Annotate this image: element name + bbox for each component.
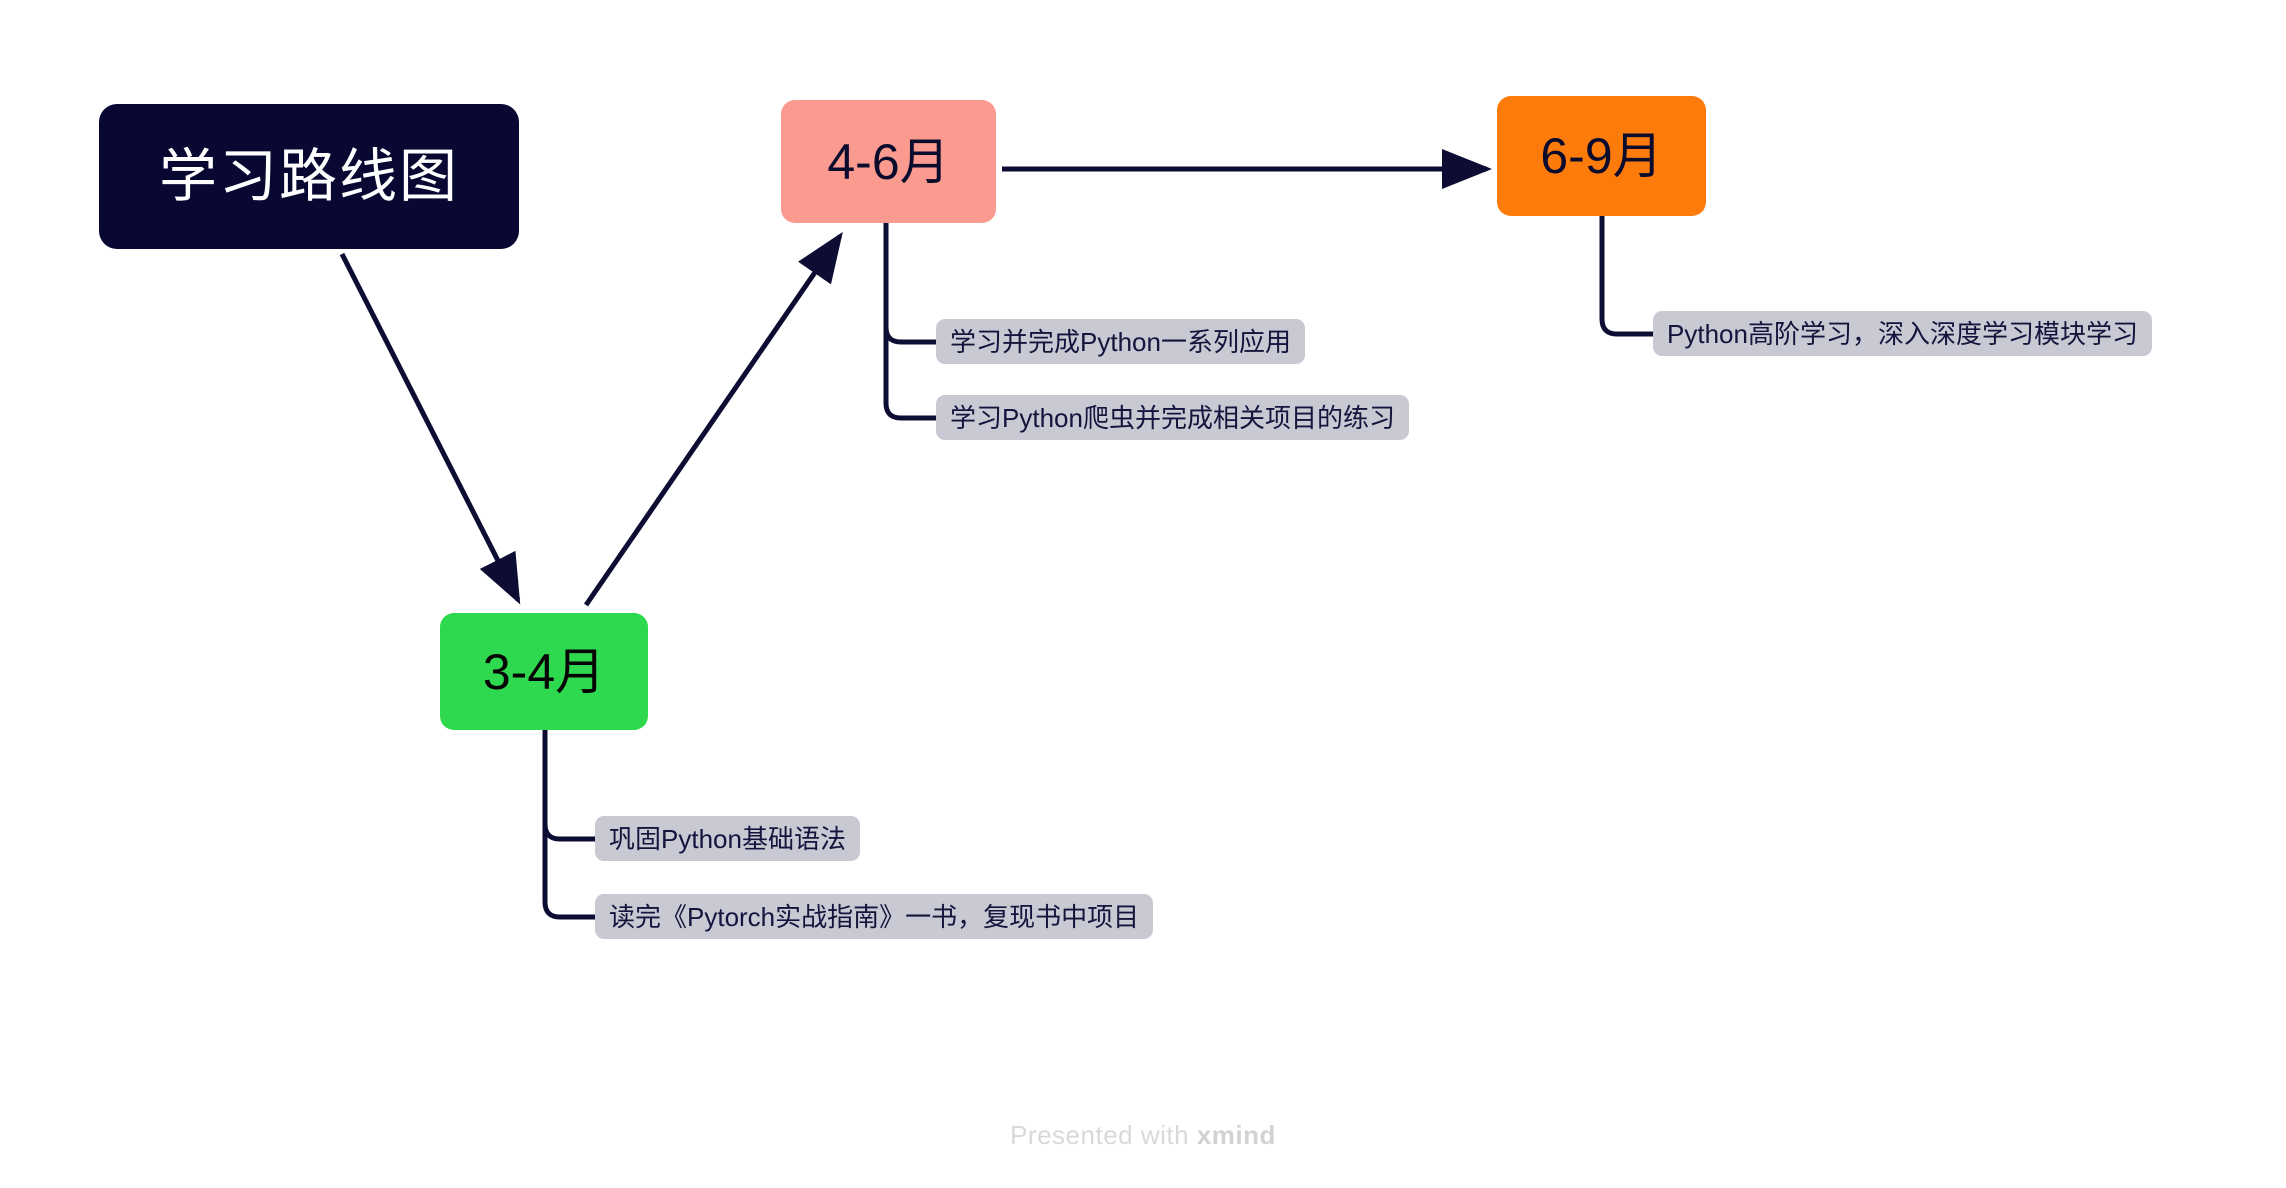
main-topic-label-stage2: 4-6月 xyxy=(827,133,950,190)
subtopic-node[interactable]: 学习并完成Python一系列应用 xyxy=(936,319,1305,364)
subtopic-label: 学习Python爬虫并完成相关项目的练习 xyxy=(950,402,1395,433)
main-topic-label-stage1: 3-4月 xyxy=(482,643,606,700)
subtopic-node[interactable]: 学习Python爬虫并完成相关项目的练习 xyxy=(936,395,1409,440)
subtopic-label: 学习并完成Python一系列应用 xyxy=(950,326,1291,357)
main-topic-node-stage3[interactable]: 6-9月 xyxy=(1497,96,1706,216)
watermark: Presented with xmind xyxy=(0,1120,2286,1151)
branch-stage1-sub2 xyxy=(542,727,598,920)
branch-stage1-sub1 xyxy=(542,727,598,842)
arrow-stage1-to-stage2 xyxy=(583,231,843,607)
branch-stage2-sub1 xyxy=(883,220,939,345)
branch-stage2-sub2 xyxy=(883,220,939,421)
arrow-root-to-stage1 xyxy=(339,252,521,605)
main-topic-node-stage1[interactable]: 3-4月 xyxy=(440,613,648,730)
watermark-brand: xmind xyxy=(1196,1120,1276,1150)
subtopic-node[interactable]: Python高阶学习，深入深度学习模块学习 xyxy=(1653,311,2152,356)
subtopic-label: Python高阶学习，深入深度学习模块学习 xyxy=(1667,318,2138,349)
subtopic-label: 巩固Python基础语法 xyxy=(609,823,846,854)
main-topic-node-stage2[interactable]: 4-6月 xyxy=(781,100,996,223)
central-topic-node[interactable]: 学习路线图 xyxy=(99,104,519,249)
subtopic-label: 读完《Pytorch实战指南》一书，复现书中项目 xyxy=(609,901,1140,932)
main-topic-label-stage3: 6-9月 xyxy=(1540,128,1663,184)
subtopic-node[interactable]: 巩固Python基础语法 xyxy=(595,816,860,861)
subtopic-node[interactable]: 读完《Pytorch实战指南》一书，复现书中项目 xyxy=(595,894,1154,939)
branch-stage3-sub1 xyxy=(1599,213,1656,337)
watermark-prefix: Presented with xyxy=(1010,1120,1197,1150)
central-topic-label: 学习路线图 xyxy=(158,143,459,209)
